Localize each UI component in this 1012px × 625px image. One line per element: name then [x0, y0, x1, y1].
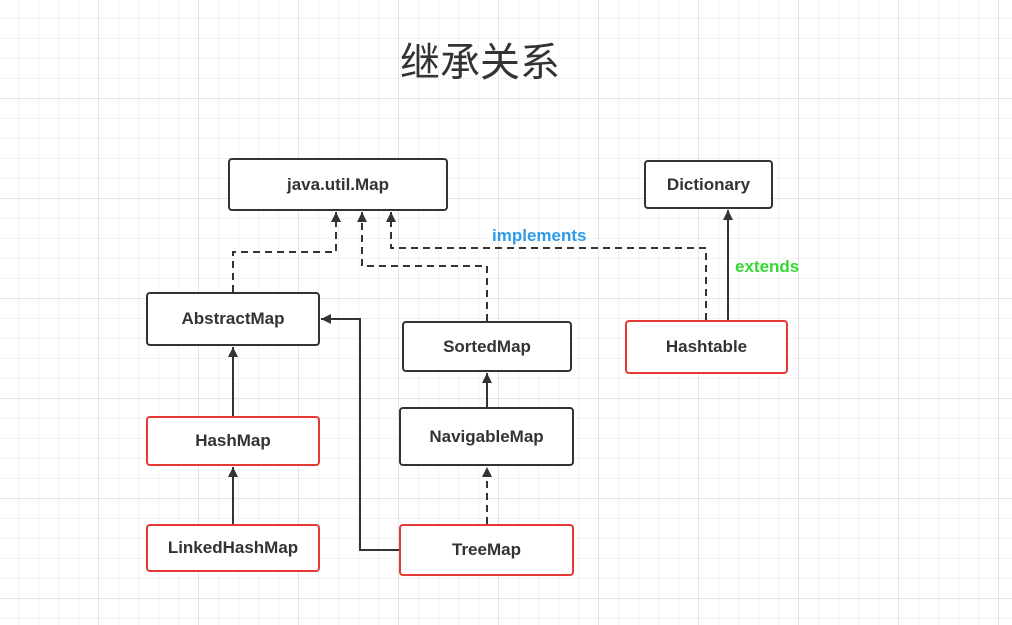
implements-label: implements: [492, 226, 587, 245]
node-dictionary: Dictionary: [644, 160, 773, 209]
node-linkedhashmap: LinkedHashMap: [146, 524, 320, 572]
node-navigablemap: NavigableMap: [399, 407, 574, 466]
node-java-util-map: java.util.Map: [228, 158, 448, 211]
node-hashtable: Hashtable: [625, 320, 788, 374]
edge-abstractmap-implements-map: [232, 212, 341, 292]
node-treemap: TreeMap: [399, 524, 574, 576]
edge-hashtable-implements-map: [386, 212, 707, 320]
edge-sortedmap-extends-map: [357, 212, 488, 321]
node-hashmap: HashMap: [146, 416, 320, 466]
diagram-title: 继承关系: [400, 40, 560, 86]
node-sortedmap: SortedMap: [402, 321, 572, 372]
node-abstractmap: AbstractMap: [146, 292, 320, 346]
extends-label: extends: [735, 257, 800, 276]
edge-treemap-extends-abstractmap: [321, 314, 400, 551]
